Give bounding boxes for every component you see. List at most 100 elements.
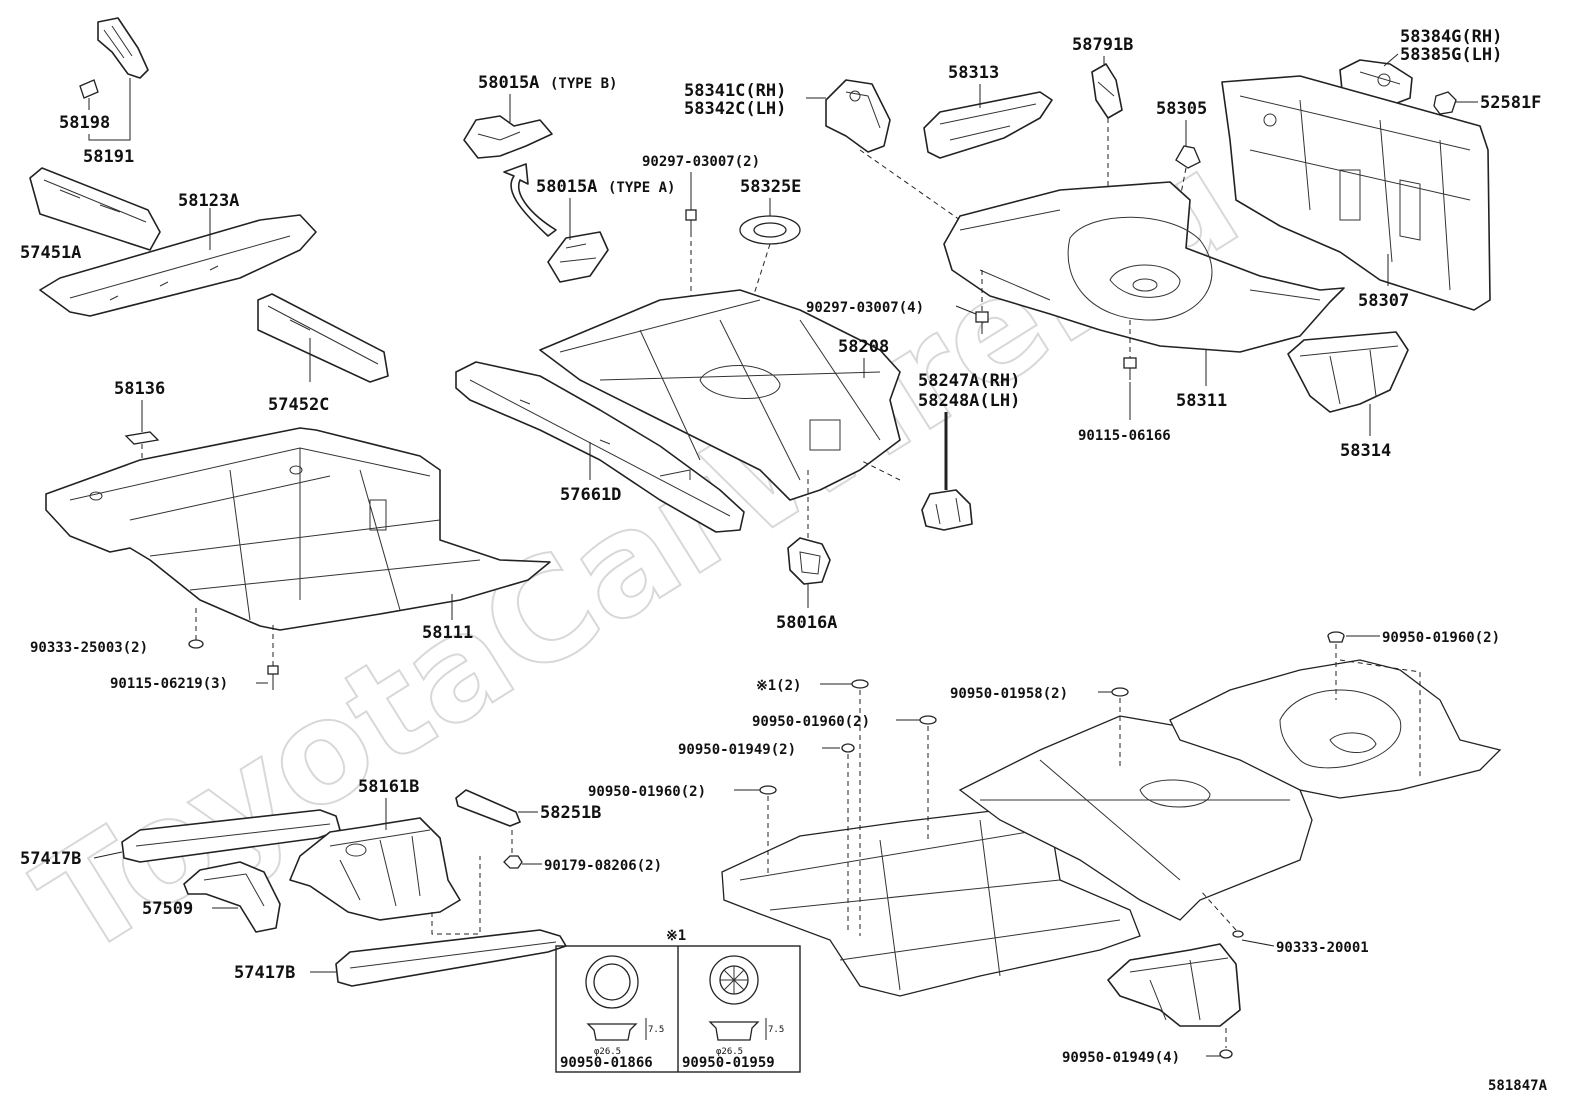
label-90297-03007-4[interactable]: 90297-03007(4) <box>806 300 924 316</box>
part-58136[interactable] <box>124 431 160 445</box>
label-58313[interactable]: 58313 <box>948 63 999 83</box>
part-58123A-rail[interactable] <box>39 214 317 317</box>
part-90950-01960-plug-a[interactable] <box>1327 631 1345 643</box>
label-90950-01960-b[interactable]: 90950-01960(2) <box>752 714 870 730</box>
part-58313[interactable] <box>923 91 1053 159</box>
assembled-floor-view[interactable] <box>721 659 1502 997</box>
leader-58191 <box>88 78 131 141</box>
part-58015A-type-b[interactable] <box>463 115 553 159</box>
label-58307[interactable]: 58307 <box>1358 291 1409 311</box>
part-52581F[interactable] <box>1433 91 1457 115</box>
label-58791B[interactable]: 58791B <box>1072 35 1133 55</box>
dash-90333-20001 <box>1199 889 1237 931</box>
label-57417B-b[interactable]: 57417B <box>234 963 295 983</box>
part-57451A[interactable] <box>29 167 161 251</box>
part-90950-01949-plug-2[interactable] <box>841 743 855 753</box>
label-58248A[interactable]: 58248A(LH) <box>918 391 1020 411</box>
part-58161B-housing[interactable] <box>289 817 461 921</box>
part-58307-rear-panel[interactable] <box>1221 75 1491 311</box>
label-90333-25003[interactable]: 90333-25003(2) <box>30 640 148 656</box>
part-58311-rear-floor-pan[interactable] <box>943 181 1345 353</box>
label-note1-2[interactable]: ※1(2) <box>756 678 801 694</box>
label-57509[interactable]: 57509 <box>142 899 193 919</box>
label-58341C[interactable]: 58341C(RH) <box>684 81 786 101</box>
label-58015A-a-type[interactable]: (TYPE A) <box>608 180 675 196</box>
part-58111-front-floor-pan[interactable] <box>45 427 551 631</box>
part-note1-plug[interactable] <box>851 679 869 689</box>
label-90333-20001[interactable]: 90333-20001 <box>1276 940 1369 956</box>
part-90297-03007-bolt[interactable] <box>685 209 697 232</box>
part-58198-clip[interactable] <box>79 79 99 110</box>
label-90950-01866[interactable]: 90950-01866 <box>560 1055 653 1071</box>
part-58251B-strap[interactable] <box>455 789 521 827</box>
label-90179-08206[interactable]: 90179-08206(2) <box>544 858 662 874</box>
part-90297-03007-bolt-4[interactable] <box>975 311 989 334</box>
label-90115-06219[interactable]: 90115-06219(3) <box>110 676 228 692</box>
label-90115-06166[interactable]: 90115-06166 <box>1078 428 1171 444</box>
label-90950-01949-2[interactable]: 90950-01949(2) <box>678 742 796 758</box>
label-57451A[interactable]: 57451A <box>20 243 81 263</box>
label-58123A[interactable]: 58123A <box>178 191 239 211</box>
label-58305[interactable]: 58305 <box>1156 99 1207 119</box>
part-58208-center-floor-pan[interactable] <box>539 289 901 501</box>
label-58136[interactable]: 58136 <box>114 379 165 399</box>
dash-58247A <box>859 459 901 481</box>
label-58311[interactable]: 58311 <box>1176 391 1227 411</box>
label-58251B[interactable]: 58251B <box>540 803 601 823</box>
part-57509-bracket[interactable] <box>183 861 281 933</box>
part-90950-01866-plug[interactable] <box>585 955 647 1041</box>
label-90297-03007-2[interactable]: 90297-03007(2) <box>642 154 760 170</box>
part-58016A[interactable] <box>787 537 831 585</box>
label-90950-01960-c[interactable]: 90950-01960(2) <box>588 784 706 800</box>
label-90950-01958[interactable]: 90950-01958(2) <box>950 686 1068 702</box>
label-58015A-a[interactable]: 58015A <box>536 177 597 197</box>
label-58247A[interactable]: 58247A(RH) <box>918 371 1020 391</box>
label-58191[interactable]: 58191 <box>83 147 134 167</box>
label-90950-01949-4[interactable]: 90950-01949(4) <box>1062 1050 1180 1066</box>
label-58161B[interactable]: 58161B <box>358 777 419 797</box>
label-58314[interactable]: 58314 <box>1340 441 1391 461</box>
part-58325E-grommet[interactable] <box>739 215 801 245</box>
label-58385G[interactable]: 58385G(LH) <box>1400 45 1502 65</box>
label-90950-01960-a[interactable]: 90950-01960(2) <box>1382 630 1500 646</box>
label-57452C[interactable]: 57452C <box>268 395 329 415</box>
part-58341C-bracket[interactable] <box>825 79 891 153</box>
part-90333-25003-plug[interactable] <box>188 639 204 649</box>
part-58247A-bracket[interactable] <box>921 489 973 531</box>
part-58314[interactable] <box>1287 331 1409 413</box>
part-57417B-lower[interactable] <box>335 929 567 987</box>
label-58015A-b[interactable]: 58015A <box>478 73 539 93</box>
part-57661D-rail[interactable] <box>455 361 745 533</box>
part-58015A-type-a[interactable] <box>547 231 609 283</box>
part-90950-01959-plug[interactable] <box>708 955 767 1041</box>
label-52581F[interactable]: 52581F <box>1480 93 1541 113</box>
label-58111[interactable]: 58111 <box>422 623 473 643</box>
part-90950-01960-plug-c[interactable] <box>759 785 777 795</box>
part-58191-bracket[interactable] <box>97 17 149 79</box>
part-58305[interactable] <box>1175 145 1201 169</box>
leader-58384G <box>1383 53 1399 67</box>
part-58161B-assembled-housing[interactable] <box>1107 943 1241 1027</box>
part-90179-08206-nut[interactable] <box>503 855 523 869</box>
label-58325E[interactable]: 58325E <box>740 177 801 197</box>
label-58016A[interactable]: 58016A <box>776 613 837 633</box>
label-note1-mark[interactable]: ※1 <box>666 928 686 944</box>
part-57452C[interactable] <box>257 293 389 383</box>
part-90115-06166-bolt[interactable] <box>1123 357 1137 380</box>
label-58384G[interactable]: 58384G(RH) <box>1400 27 1502 47</box>
label-58198[interactable]: 58198 <box>59 113 110 133</box>
dim-diameter-a: φ26.5 <box>594 1047 621 1057</box>
part-90950-01960-plug-b[interactable] <box>919 715 937 725</box>
label-57417B-a[interactable]: 57417B <box>20 849 81 869</box>
label-57661D[interactable]: 57661D <box>560 485 621 505</box>
label-58015A-b-type[interactable]: (TYPE B) <box>550 76 617 92</box>
label-90950-01959[interactable]: 90950-01959 <box>682 1055 775 1071</box>
part-58791B[interactable] <box>1091 63 1123 119</box>
part-90950-01958-plug[interactable] <box>1111 687 1129 697</box>
label-58208[interactable]: 58208 <box>838 337 889 357</box>
part-90333-20001-plug[interactable] <box>1232 930 1244 938</box>
label-58342C[interactable]: 58342C(LH) <box>684 99 786 119</box>
dim-height-a: 7.5 <box>648 1025 664 1035</box>
part-90950-01949-plug-4[interactable] <box>1219 1049 1233 1059</box>
